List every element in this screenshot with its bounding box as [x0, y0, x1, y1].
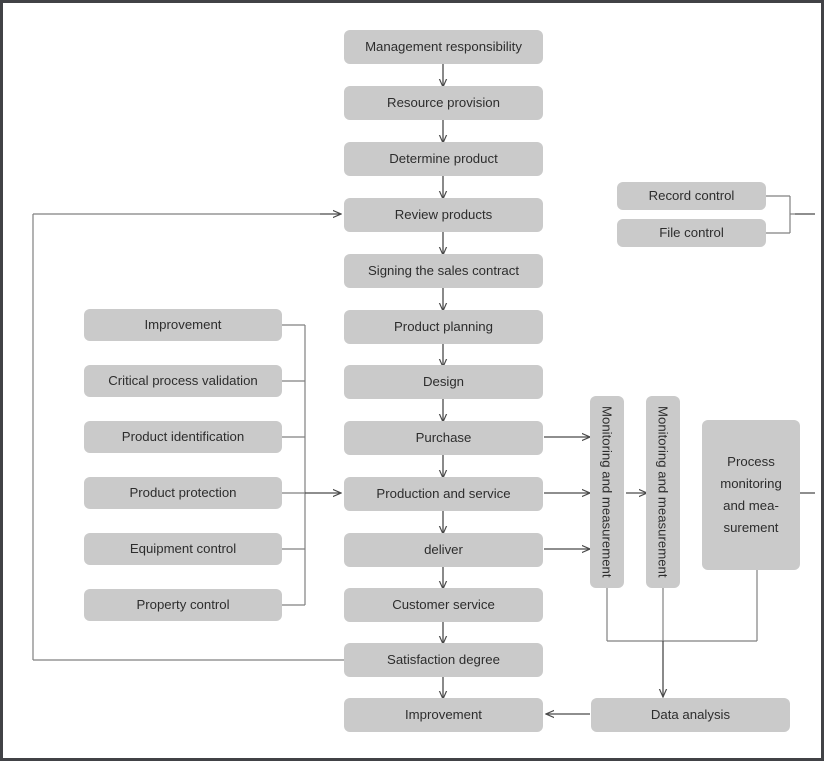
node-label: Purchase	[415, 430, 472, 446]
node-label: Product protection	[129, 485, 237, 501]
node-production-and-service[interactable]: Production and service	[344, 477, 543, 511]
node-label: Equipment control	[129, 541, 237, 557]
node-label-line-4: surement	[723, 519, 779, 535]
node-label: Review products	[394, 207, 493, 223]
node-label: Product planning	[394, 319, 493, 335]
node-determine-product[interactable]: Determine product	[344, 142, 543, 176]
node-review-products[interactable]: Review products	[344, 198, 543, 232]
node-critical-process-validation[interactable]: Critical process validation	[84, 365, 282, 397]
node-label-line-3: and mea-	[723, 498, 779, 513]
node-product-planning[interactable]: Product planning	[344, 310, 543, 344]
node-management-responsibility[interactable]: Management responsibility	[344, 30, 543, 64]
node-equipment-control[interactable]: Equipment control	[84, 533, 282, 565]
node-purchase[interactable]: Purchase	[344, 421, 543, 455]
node-monitoring-and-measurement-2[interactable]: Monitoring and measurement	[646, 396, 680, 588]
document-merge-lines	[766, 195, 795, 234]
node-product-identification[interactable]: Product identification	[84, 421, 282, 453]
node-label: Resource provision	[387, 95, 500, 111]
node-label: Data analysis	[650, 707, 731, 723]
node-label: Product identification	[121, 429, 245, 445]
node-label: Management responsibility	[365, 39, 522, 55]
node-label: Improvement	[405, 707, 482, 723]
node-label: Property control	[136, 597, 230, 613]
node-process-monitoring-and-measurement[interactable]: Process monitoring and mea- surement	[702, 420, 800, 570]
node-improvement-support[interactable]: Improvement	[84, 309, 282, 341]
node-label: Determine product	[389, 151, 498, 167]
node-label-line-1: Process	[727, 454, 775, 470]
node-satisfaction-degree[interactable]: Satisfaction degree	[344, 643, 543, 677]
node-monitoring-and-measurement-1[interactable]: Monitoring and measurement	[590, 396, 624, 588]
node-customer-service[interactable]: Customer service	[344, 588, 543, 622]
node-data-analysis[interactable]: Data analysis	[591, 698, 790, 732]
satisfaction-feedback-loop	[32, 213, 344, 661]
node-label: Signing the sales contract	[367, 263, 519, 279]
node-label: Design	[422, 374, 465, 390]
support-bus-lines	[282, 324, 306, 606]
node-property-control[interactable]: Property control	[84, 589, 282, 621]
node-improvement-main[interactable]: Improvement	[344, 698, 543, 732]
node-label: Record control	[648, 188, 735, 204]
node-label: Monitoring and measurement	[599, 406, 615, 578]
measurement-input-arrows	[544, 437, 647, 549]
node-label: Customer service	[392, 597, 495, 613]
node-label: Production and service	[376, 486, 511, 502]
node-file-control[interactable]: File control	[617, 219, 766, 247]
node-resource-provision[interactable]: Resource provision	[344, 86, 543, 120]
node-signing-the-sales-contract[interactable]: Signing the sales contract	[344, 254, 543, 288]
measurement-collector-lines	[606, 570, 758, 642]
node-label: Monitoring and measurement	[655, 406, 671, 578]
node-label: Improvement	[144, 317, 222, 333]
node-design[interactable]: Design	[344, 365, 543, 399]
node-product-protection[interactable]: Product protection	[84, 477, 282, 509]
node-record-control[interactable]: Record control	[617, 182, 766, 210]
node-label: deliver	[424, 542, 463, 558]
node-label-line-2: monitoring	[720, 476, 782, 492]
node-deliver[interactable]: deliver	[344, 533, 543, 567]
node-label: Satisfaction degree	[387, 652, 500, 668]
node-label: Critical process validation	[108, 373, 258, 389]
node-label: File control	[659, 225, 724, 241]
